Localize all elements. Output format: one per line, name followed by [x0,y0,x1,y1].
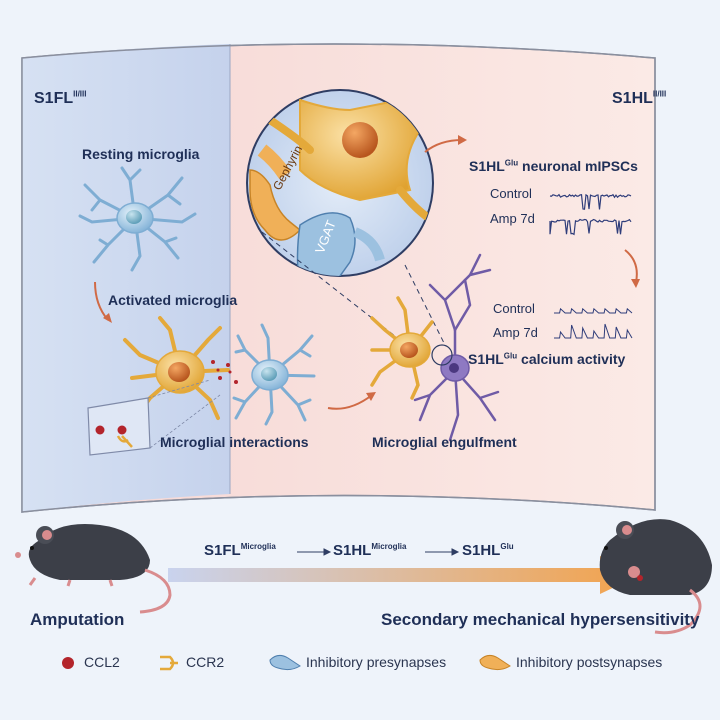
pathway-step-2: S1HLMicroglia [333,542,407,559]
pathway-arrows [297,548,460,556]
postsynapse-icon [479,654,511,671]
engulfment-label: Microglial engulfment [372,434,517,450]
left-region-label: S1FLII/III [34,89,87,107]
legend-postsynapses: Inhibitory postsynapses [516,654,663,670]
legend-presynapses: Inhibitory presynapses [306,654,447,670]
engulfing-microglia [370,296,434,400]
calcium-amp-label: Amp 7d [493,325,538,340]
calcium-trace-amp [554,323,633,339]
presynapse-icon [269,654,301,671]
resting-microglia [78,166,197,272]
calcium-title: S1HLGlu calcium activity [468,351,626,367]
mouse-right [599,519,712,635]
calcium-control-label: Control [493,301,535,316]
activated-label: Activated microglia [108,292,238,308]
pathway-step-1: S1FLMicroglia [204,542,276,559]
neuron [413,253,500,442]
legend-ccr2: CCR2 [186,654,225,670]
amputation-label: Amputation [30,610,125,629]
mipsc-amp-label: Amp 7d [490,211,535,226]
left-region [22,44,230,512]
ccl2-icon [62,657,74,669]
resting-label: Resting microglia [82,146,200,162]
ccl2-signals [211,360,238,384]
outcome-label: Secondary mechanical hypersensitivity [381,610,700,629]
zoom-line [404,264,446,346]
right-region-label: S1HLII/III [612,89,667,107]
synapse-highlight [431,344,453,366]
arrow-to-calcium [624,249,638,283]
legend-ccl2: CCL2 [84,654,120,670]
mipsc-control-label: Control [490,186,532,201]
arrow-engulfment [327,394,373,410]
mipsc-trace-control [549,193,632,210]
interacting-microglia [232,323,316,426]
mipsc-title: S1HLGlu neuronal mIPSCs [469,158,638,174]
calcium-trace-control [554,307,633,314]
progression-arrow [168,556,640,594]
interactions-label: Microglial interactions [160,434,309,450]
mipsc-trace-amp [549,218,632,236]
mouse-left [15,524,172,614]
pathway-step-3: S1HLGlu [462,542,514,559]
ccl2-ccr2-inset [87,379,221,456]
activated-microglia [123,316,230,420]
legend-icons [62,654,511,671]
